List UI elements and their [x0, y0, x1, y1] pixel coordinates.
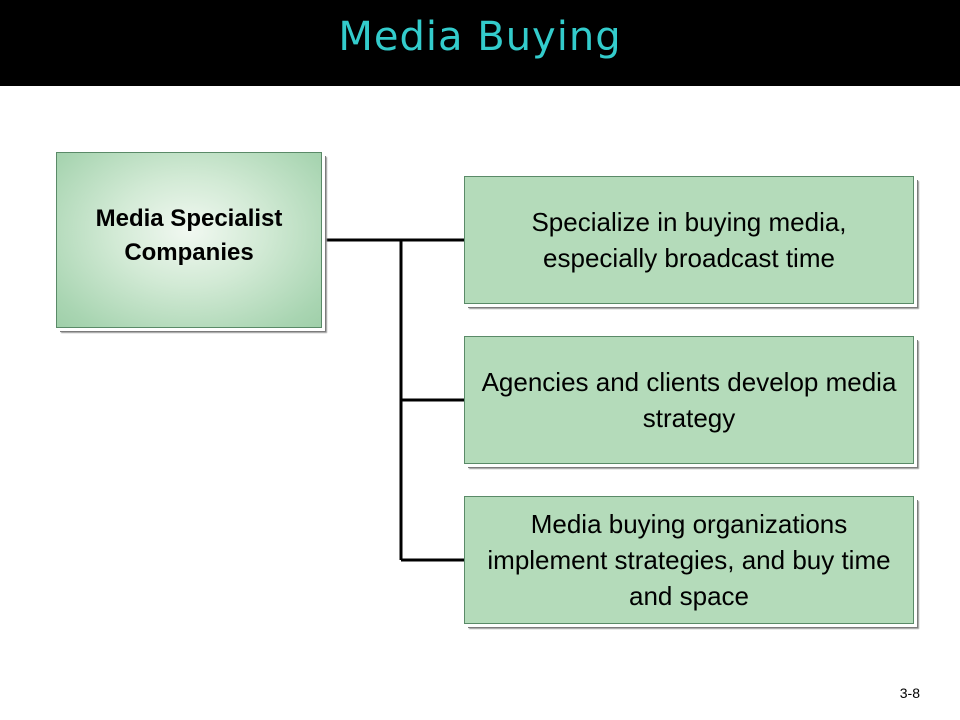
child-box-specialize: Specialize in buying media, especially b…: [464, 176, 914, 304]
child-box-agencies: Agencies and clients develop media strat…: [464, 336, 914, 464]
child-box-label: Specialize in buying media, especially b…: [531, 207, 847, 273]
slide-title: Media Buying: [338, 14, 622, 60]
child-box-label: Agencies and clients develop media strat…: [481, 367, 897, 433]
root-box-label: Media Specialist Companies: [95, 205, 283, 266]
root-box-media-specialist-companies: Media Specialist Companies: [56, 152, 322, 328]
page-number: 3-8: [899, 685, 920, 701]
child-box-label: Media buying organizations implement str…: [487, 509, 891, 611]
child-box-media-buying-organizations: Media buying organizations implement str…: [464, 496, 914, 624]
title-bar: Media Buying: [0, 0, 960, 86]
